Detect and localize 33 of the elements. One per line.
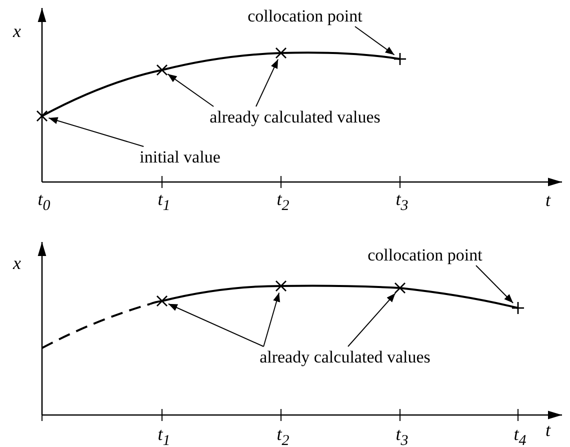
tick-label: t$_{3}$ (396, 190, 408, 214)
axis-label: x (13, 254, 21, 272)
tick-label: t$_{0}$ (38, 190, 50, 214)
annotation-label: collocation point (368, 246, 482, 264)
cross-mark (276, 280, 286, 292)
leader-line (48, 117, 144, 147)
cross-mark (156, 296, 168, 306)
axis-label: t (546, 421, 550, 439)
tick-label: t$_{1}$ (158, 425, 170, 447)
leader-line (168, 303, 264, 347)
axis-label: x (13, 22, 21, 40)
annotation-label: already calculated values (210, 108, 380, 126)
cross-mark (394, 53, 406, 65)
annotation-label: already calculated values (260, 348, 430, 366)
cross-mark (512, 302, 524, 314)
tick-label: t$_{1}$ (158, 190, 170, 214)
tick-label: t$_{2}$ (276, 190, 290, 214)
cross-mark (276, 48, 286, 58)
cross-mark (394, 282, 406, 294)
leader-line (167, 74, 214, 107)
leader-line (354, 26, 395, 56)
leader-line (256, 58, 279, 107)
annotation-label: initial value (140, 148, 220, 166)
leader-line (348, 292, 396, 347)
axis-label: t (546, 191, 550, 209)
annotation-label: collocation point (248, 8, 362, 24)
cross-mark (36, 110, 48, 122)
tick-label: t$_{2}$ (276, 425, 290, 447)
leader-line (263, 292, 280, 347)
tick-label: t$_{4}$ (514, 425, 526, 447)
tick-label: t$_{3}$ (396, 425, 408, 447)
leader-line (476, 265, 514, 304)
cross-mark (156, 64, 168, 76)
